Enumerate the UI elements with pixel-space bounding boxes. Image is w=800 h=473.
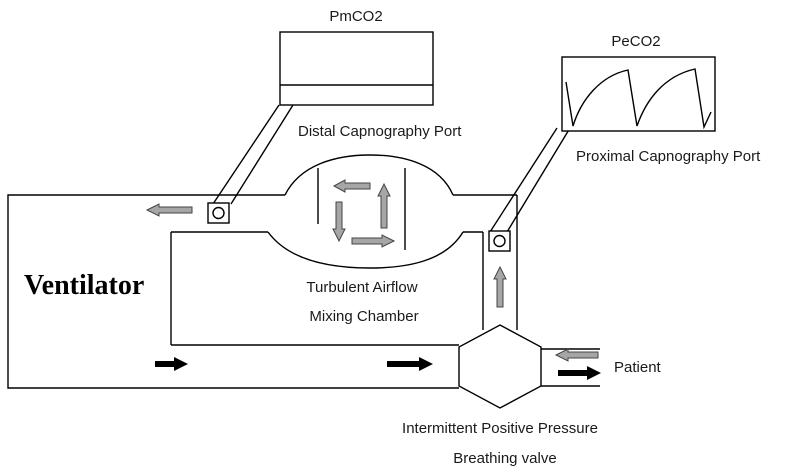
turbulent-flow-arrows (332, 179, 396, 248)
flow-arrows (145, 203, 601, 380)
distal-port (207, 202, 230, 224)
proximal-port-label: Proximal Capnography Port (576, 148, 761, 165)
inspiratory-limb (171, 344, 459, 389)
distal-capnography: PmCO2 Distal Capnography Port (207, 8, 462, 224)
patient-inhale-arrow (558, 366, 601, 380)
peco2-label: PeCO2 (611, 33, 660, 50)
patient-exhale-arrow (554, 348, 599, 362)
flow-arrow-up (377, 182, 391, 229)
proximal-port (488, 230, 511, 252)
flow-arrow-right (351, 234, 396, 248)
inspiratory-arrow-2 (387, 357, 433, 371)
distal-port-sensor-icon (212, 206, 225, 220)
chamber-label-line1: Turbulent Airflow (306, 279, 417, 296)
expiratory-limb (170, 194, 518, 345)
peco2-monitor (561, 56, 716, 132)
distal-port-label: Distal Capnography Port (298, 123, 462, 140)
ventilator: Ventilator (7, 194, 171, 389)
valve-label-line1: Intermittent Positive Pressure (402, 420, 598, 437)
pmco2-monitor (279, 31, 434, 106)
expiratory-arrow-up (493, 265, 507, 308)
flow-arrow-left (332, 179, 371, 193)
mixing-chamber (267, 154, 464, 269)
exhaust-arrow-to-ventilator (145, 203, 193, 217)
flow-arrow-down (332, 201, 346, 243)
proximal-capnography: PeCO2 Proximal Capnography Port (488, 33, 761, 252)
ventilator-label: Ventilator (24, 270, 144, 301)
breathing-valve (458, 324, 542, 409)
inspiratory-arrow-1 (155, 357, 188, 371)
patient-label: Patient (614, 359, 662, 376)
pmco2-label: PmCO2 (329, 8, 382, 25)
peco2-waveform (565, 68, 712, 130)
patient-tube: Patient (541, 348, 662, 387)
chamber-label-line2: Mixing Chamber (309, 308, 418, 325)
proximal-port-sensor-icon (493, 234, 506, 248)
valve-label-line2: Breathing valve (453, 450, 556, 467)
